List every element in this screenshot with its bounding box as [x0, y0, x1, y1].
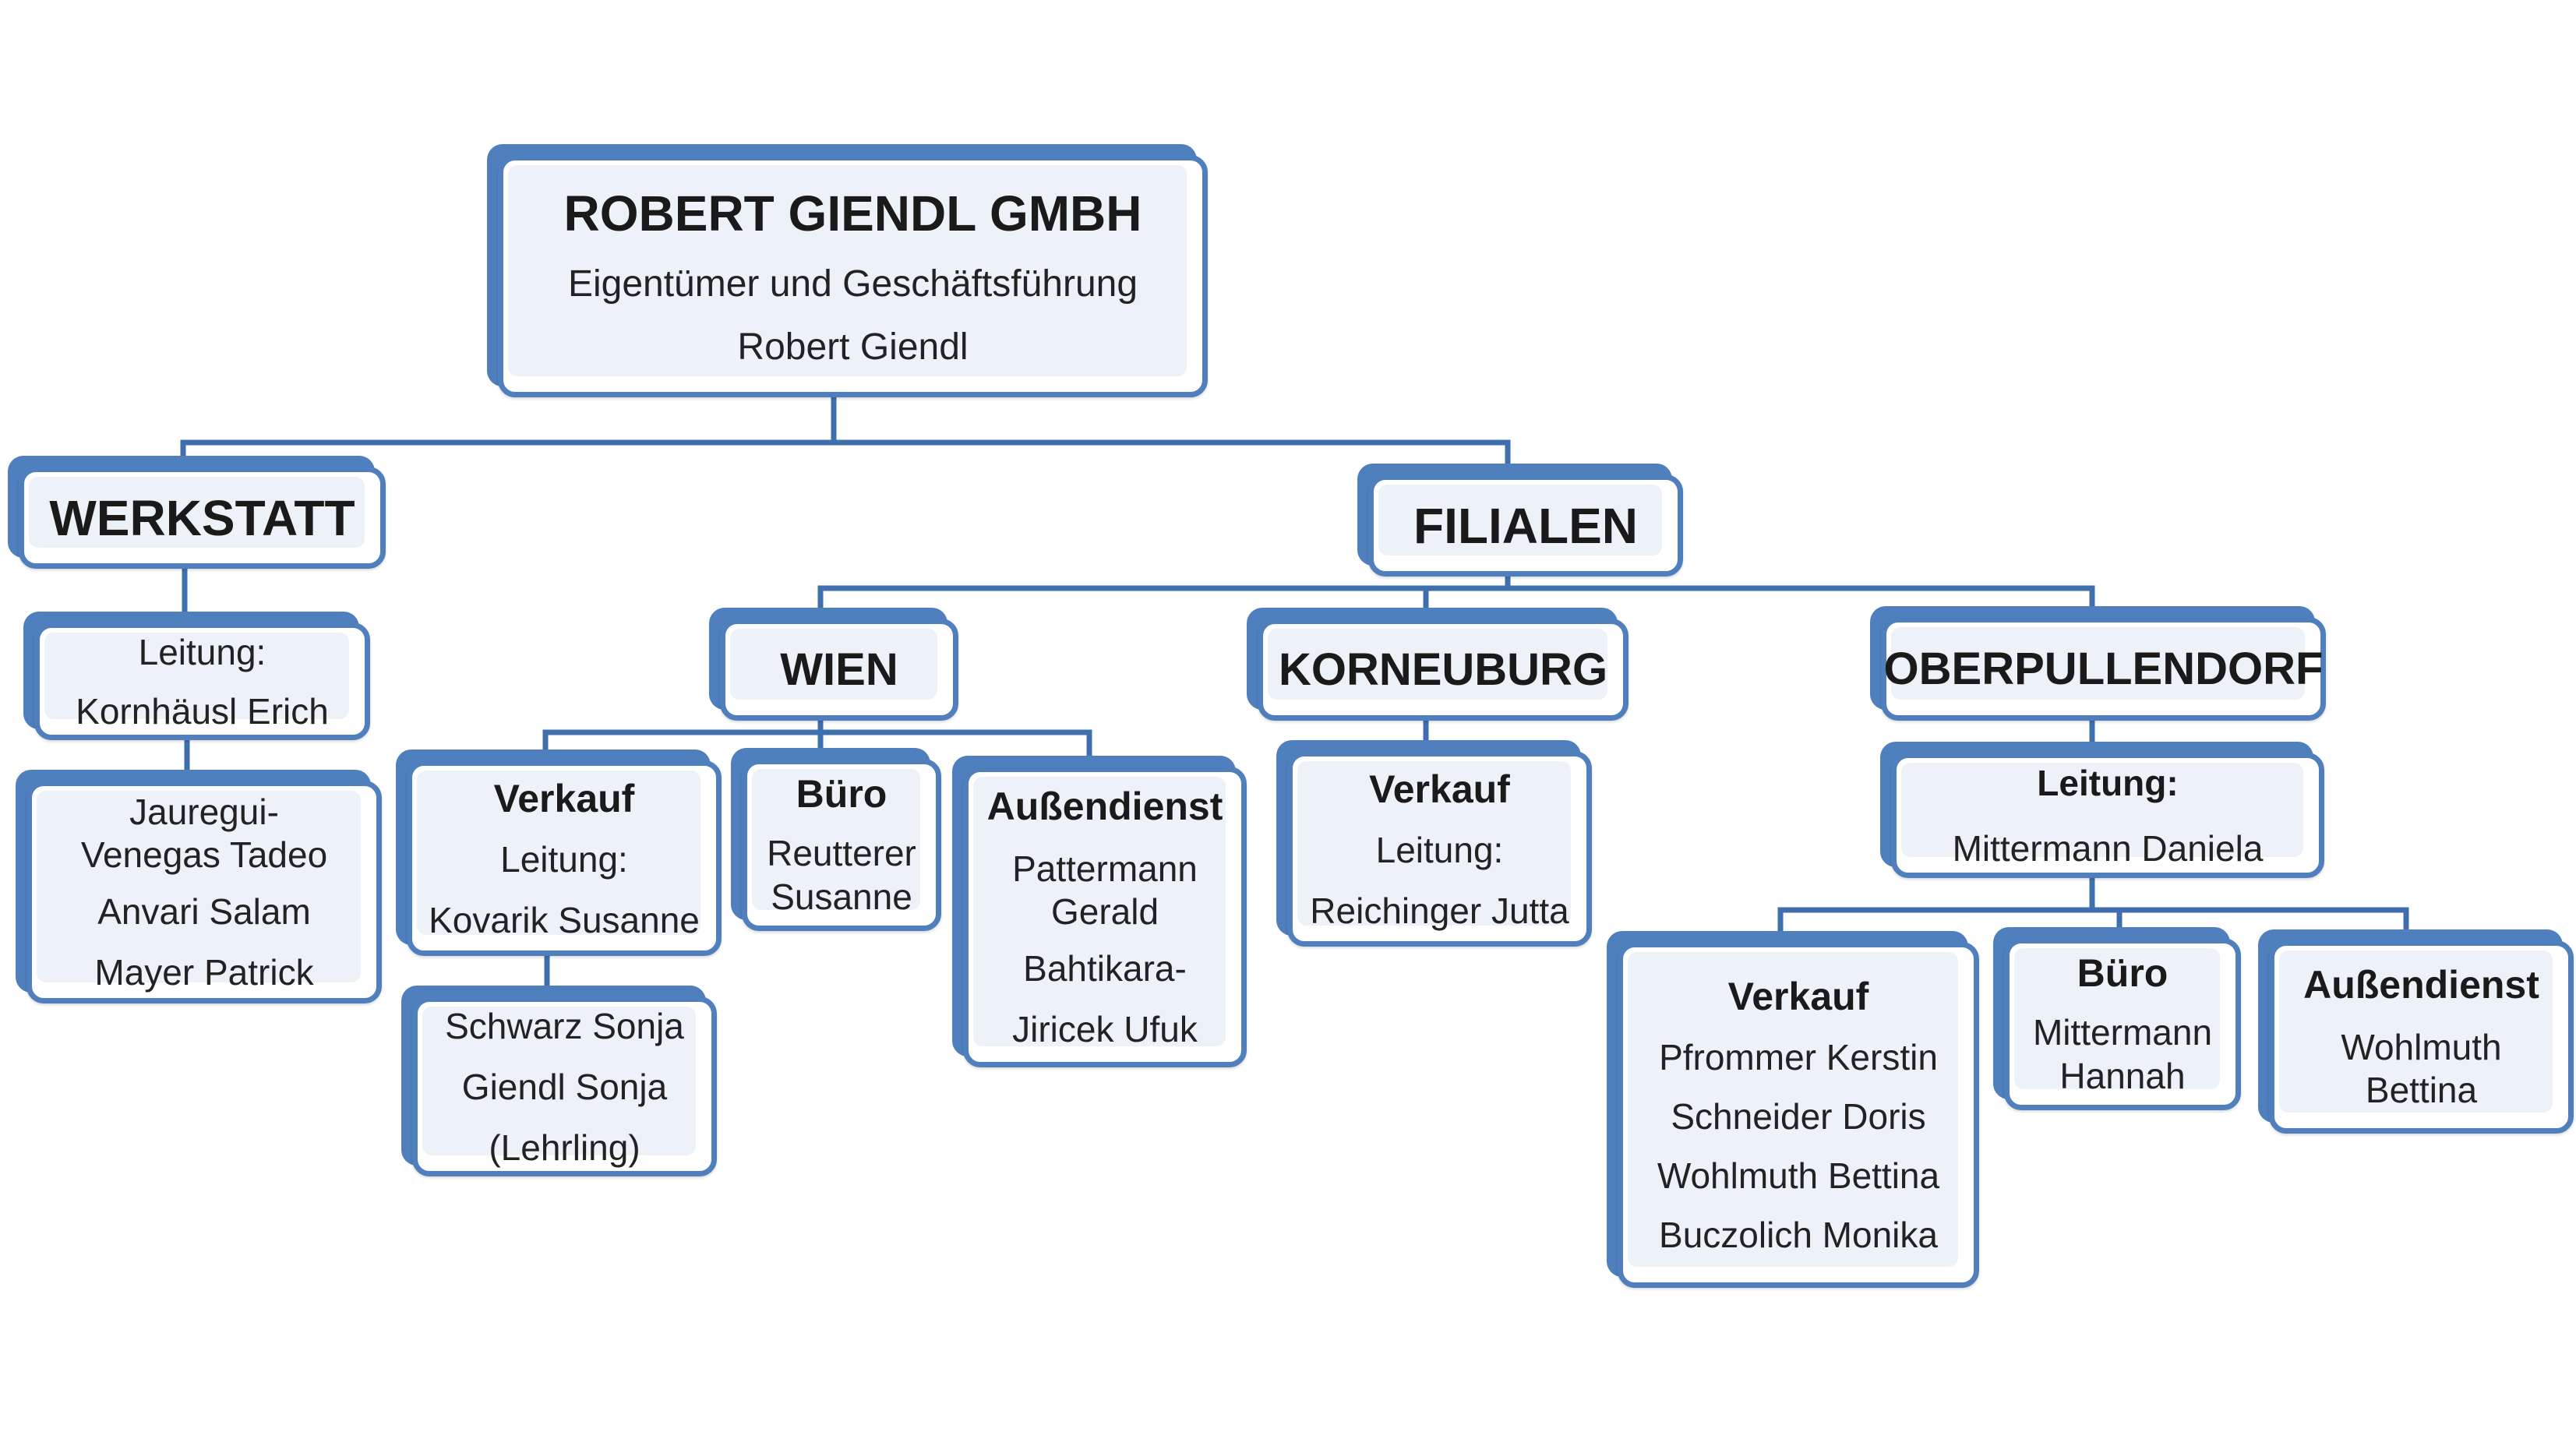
filialen-title: FILIALEN: [1413, 497, 1638, 554]
wien-aussendienst-staff-2: Bahtikara-: [1023, 948, 1187, 989]
node-wien-buero: Büro Reutterer Susanne: [731, 748, 941, 931]
ober-verkauf-title: Verkauf: [1727, 975, 1869, 1018]
korneuburg-verkauf-lead-name: Reichinger Jutta: [1310, 890, 1569, 931]
wien-buero-title: Büro: [796, 772, 887, 816]
ober-verkauf-staff-3: Wohlmuth Bettina: [1657, 1155, 1940, 1196]
company-title: ROBERT GIENDL GMBH: [563, 185, 1142, 242]
wien-verkauf-lead-name: Kovarik Susanne: [429, 899, 700, 940]
korneuburg-verkauf-title: Verkauf: [1369, 767, 1510, 811]
node-wien-verkauf: Verkauf Leitung: Kovarik Susanne: [396, 749, 722, 956]
wien-verkauf-staff-1: Schwarz Sonja: [445, 1005, 684, 1046]
oberpullendorf-title: OBERPULLENDORF: [1883, 644, 2324, 694]
node-oberpullendorf-lead: Leitung: Mittermann Daniela: [1880, 742, 2324, 878]
ober-buero-title: Büro: [2077, 951, 2168, 996]
oberpullendorf-lead-label: Leitung:: [2037, 762, 2179, 803]
wien-aussendienst-staff-3: Jiricek Ufuk: [1012, 1009, 1198, 1050]
wien-aussendienst-title: Außendienst: [986, 784, 1223, 828]
node-korneuburg-verkauf: Verkauf Leitung: Reichinger Jutta: [1276, 740, 1592, 947]
wien-aussendienst-staff-1: Pattermann Gerald: [1012, 848, 1198, 932]
wien-title: WIEN: [780, 644, 898, 695]
werkstatt-staff-3: Mayer Patrick: [94, 952, 314, 993]
werkstatt-staff-2: Anvari Salam: [97, 891, 311, 933]
node-korneuburg: KORNEUBURG: [1247, 608, 1629, 721]
wien-buero-staff-1: Reutterer Susanne: [767, 833, 916, 917]
node-filialen: FILIALEN: [1357, 464, 1683, 577]
korneuburg-title: KORNEUBURG: [1278, 644, 1608, 695]
werkstatt-title: WERKSTATT: [49, 489, 355, 546]
node-werkstatt-lead: Leitung: Kornhäusl Erich: [23, 612, 370, 740]
ober-buero-staff-1: Mittermann Hannah: [2032, 1012, 2213, 1096]
wien-verkauf-lead-label: Leitung:: [500, 838, 628, 880]
ober-aussendienst-staff-1: Wohlmuth Bettina: [2341, 1026, 2502, 1110]
node-company: ROBERT GIENDL GMBH Eigentümer und Geschä…: [487, 144, 1208, 397]
node-wien-aussendienst: Außendienst Pattermann Gerald Bahtikara-…: [952, 756, 1247, 1067]
company-role: Eigentümer und Geschäftsführung: [567, 263, 1138, 305]
wien-verkauf-staff-3: (Lehrling): [489, 1127, 640, 1168]
node-oberpullendorf-buero: Büro Mittermann Hannah: [1993, 927, 2241, 1110]
node-oberpullendorf-verkauf: Verkauf Pfrommer Kerstin Schneider Doris…: [1607, 931, 1979, 1288]
ober-verkauf-staff-4: Buczolich Monika: [1659, 1215, 1938, 1255]
ober-verkauf-staff-1: Pfrommer Kerstin: [1659, 1037, 1938, 1077]
company-owner: Robert Giendl: [737, 326, 969, 368]
node-wien: WIEN: [709, 608, 958, 721]
ober-verkauf-staff-2: Schneider Doris: [1671, 1096, 1926, 1137]
werkstatt-lead-name: Kornhäusl Erich: [76, 690, 329, 732]
korneuburg-verkauf-lead-label: Leitung:: [1375, 829, 1504, 870]
node-oberpullendorf: OBERPULLENDORF: [1870, 606, 2326, 721]
node-wien-verkauf-staff: Schwarz Sonja Giendl Sonja (Lehrling): [401, 986, 717, 1176]
ober-aussendienst-title: Außendienst: [2303, 962, 2539, 1007]
node-oberpullendorf-aussendienst: Außendienst Wohlmuth Bettina: [2258, 929, 2574, 1134]
werkstatt-staff-1: Jauregui-Venegas Tadeo: [80, 791, 328, 875]
wien-verkauf-staff-2: Giendl Sonja: [461, 1066, 668, 1107]
werkstatt-lead-label: Leitung:: [138, 631, 266, 672]
node-werkstatt-staff: Jauregui-Venegas Tadeo Anvari Salam Maye…: [16, 770, 382, 1003]
wien-verkauf-title: Verkauf: [493, 776, 635, 820]
oberpullendorf-lead-name: Mittermann Daniela: [1952, 827, 2264, 869]
node-werkstatt: WERKSTATT: [8, 456, 386, 569]
